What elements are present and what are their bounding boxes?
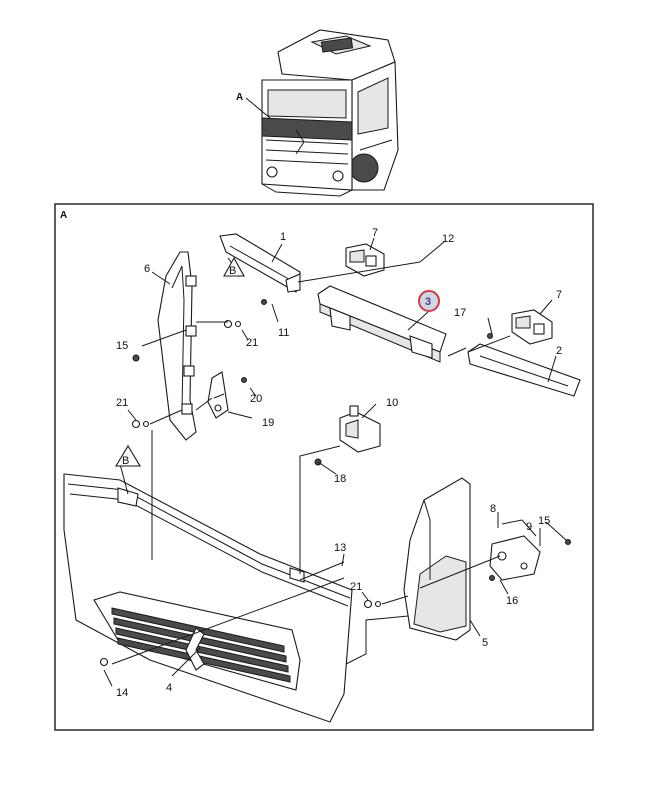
part-label-2: 2 xyxy=(556,345,562,357)
logo-badge xyxy=(185,627,205,671)
part-label-17: 17 xyxy=(454,307,466,319)
part-label-15a: 15 xyxy=(116,340,128,352)
part-7-bracket-top xyxy=(345,243,385,277)
part-8-bracket xyxy=(489,535,541,581)
part-10-bracket xyxy=(339,405,381,453)
part-label-13: 13 xyxy=(334,542,346,554)
part-label-15b: 15 xyxy=(538,515,550,527)
part-label-21b: 21 xyxy=(116,397,128,409)
part-label-14: 14 xyxy=(116,687,128,699)
nut-21b xyxy=(131,419,141,429)
part-label-21a: 21 xyxy=(246,337,258,349)
part-label-18: 18 xyxy=(334,473,346,485)
part-label-7b: 7 xyxy=(556,289,562,301)
part-label-12: 12 xyxy=(442,233,454,245)
nut-21c xyxy=(363,599,373,609)
part-label-1: 1 xyxy=(280,231,286,243)
screw-15b xyxy=(565,539,571,545)
frame-label: A xyxy=(60,210,67,221)
part-label-19: 19 xyxy=(262,417,274,429)
part-label-5: 5 xyxy=(482,637,488,649)
rod-13 xyxy=(299,561,345,581)
part-7-bracket-right xyxy=(511,309,553,345)
part-label-11: 11 xyxy=(278,327,289,339)
screw-15a xyxy=(132,354,140,362)
reference-b-top-label: B xyxy=(229,265,236,277)
screw-16 xyxy=(489,575,495,581)
part-label-9: 9 xyxy=(526,521,532,533)
overview-label: A xyxy=(236,92,243,103)
part-label-6: 6 xyxy=(144,263,150,275)
part-4-grille-panel xyxy=(63,473,353,723)
part-label-4: 4 xyxy=(166,682,172,694)
part-label-7a: 7 xyxy=(372,227,378,239)
reference-b-top: B xyxy=(223,256,245,277)
screw-17 xyxy=(487,333,493,339)
part-6-left-trim xyxy=(157,251,197,441)
part-label-21c: 21 xyxy=(350,581,362,593)
part-2-strip xyxy=(467,343,581,397)
part-label-8: 8 xyxy=(490,503,496,515)
cab-overview: A xyxy=(236,29,399,197)
screw-20 xyxy=(241,377,247,383)
part-labels: 1 2 3 4 5 6 7 7 8 9 10 11 12 13 14 15 15… xyxy=(116,227,562,699)
screw-11 xyxy=(261,299,267,305)
part-5-corner-panel xyxy=(403,477,471,641)
part-3-highlight-ring xyxy=(418,290,440,312)
part-label-3: 3 xyxy=(425,296,431,308)
part-3-beam xyxy=(317,285,447,363)
part-label-20: 20 xyxy=(250,393,262,405)
leader-lines xyxy=(103,237,567,687)
clip-14 xyxy=(99,657,109,667)
reference-b-left-label: B xyxy=(122,455,129,467)
part-19-bracket xyxy=(207,371,229,419)
detail-frame xyxy=(54,203,594,731)
part-label-16: 16 xyxy=(506,595,518,607)
reference-b-left: B xyxy=(115,444,141,467)
part-label-10: 10 xyxy=(386,397,398,409)
